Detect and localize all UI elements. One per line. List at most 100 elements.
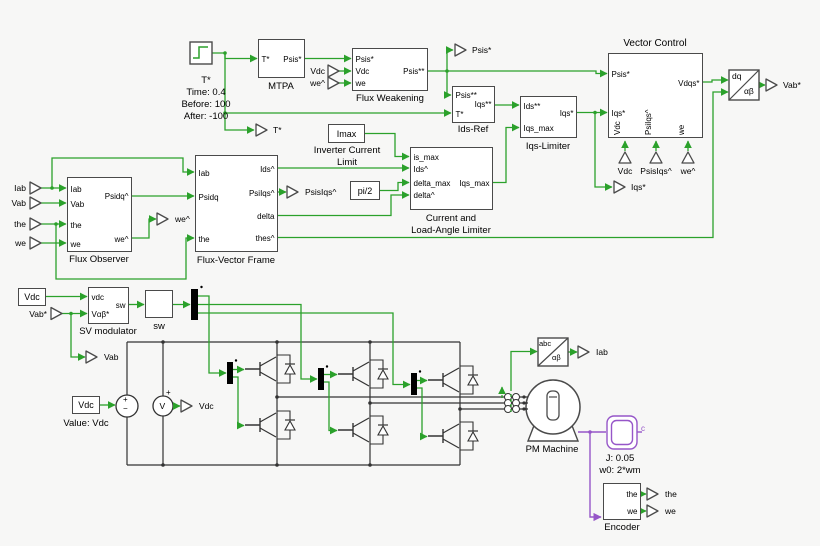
fvf-in-the: the (198, 235, 210, 244)
load-angle-limiter-block[interactable]: is_max Ids^ delta_max delta^ Iqs_max (410, 147, 493, 210)
dc-bus-rails (127, 341, 460, 466)
signal-wires (41, 46, 766, 515)
iab-in-tag-label: Iab (14, 183, 26, 193)
flux-weakening-block[interactable]: Psis* Vdc we Psis** (352, 48, 428, 91)
iqs-star-tag-label: Iqs* (631, 182, 646, 192)
pi-half-constant-block[interactable]: pi/2 (350, 181, 380, 200)
iab-input-tag-icon[interactable] (29, 181, 42, 195)
iab-out-tag-label: Iab (596, 347, 608, 357)
fvf-out-delta: delta (257, 212, 275, 221)
leg3-demux-bar[interactable] (411, 373, 417, 395)
vab-output-tag-icon[interactable] (85, 350, 98, 364)
inverter-current-limit-caption2: Limit (336, 157, 358, 168)
encoder-block[interactable]: the we (603, 483, 641, 520)
iqs-star-output-tag-icon[interactable] (613, 180, 626, 194)
psis-star-tag-label: Psis* (472, 45, 492, 55)
step-param-time: Time: 0.4 (186, 87, 226, 98)
voltmeter-v-glyph: V (159, 400, 166, 411)
encoder-out-the: the (626, 490, 638, 499)
leg1-demux-bar[interactable] (227, 362, 233, 384)
lal-in-deltamax: delta_max (413, 179, 451, 188)
power-junction-dots (161, 340, 526, 467)
leg2-demux-bar[interactable] (318, 368, 324, 390)
mtpa-block[interactable]: T* Psis* (258, 39, 305, 78)
vc-we-tag-label: we^ (680, 166, 696, 176)
mtpa-in-tstar: T* (261, 55, 270, 64)
flux-vector-frame-block[interactable]: Iab Psidq the Ids^ PsiIqs^ delta thes^ (195, 155, 278, 252)
vdc-constant-bottom-value: Vdc (78, 400, 94, 410)
svm-in-vdc: vdc (91, 293, 104, 302)
vc-out-vdqs: Vdqs* (678, 79, 700, 88)
vc-bottom-we: we (677, 124, 686, 135)
sw-block[interactable] (145, 290, 173, 318)
fvf-out-ids: Ids^ (260, 165, 275, 174)
pm-machine-icon[interactable] (525, 379, 581, 442)
flux-observer-block[interactable]: Iab Vab the we Psidq^ we^ (67, 177, 132, 252)
vc-we-input-tag-icon[interactable] (681, 151, 695, 164)
we-input-tag-icon[interactable] (29, 236, 42, 250)
dc-voltage-source-icon[interactable] (115, 394, 139, 418)
we-hat-in-tag-label: we^ (310, 78, 325, 88)
vab-input-tag-icon[interactable] (29, 196, 42, 210)
fw-out-psis2: Psis** (403, 67, 425, 76)
the-output-tag-icon[interactable] (646, 487, 659, 501)
voltmeter-plus-sign: + (166, 388, 171, 397)
we-hat-output-tag-icon[interactable] (156, 212, 169, 226)
vc-vdc-input-tag-icon[interactable] (618, 151, 632, 164)
vdc-constant-top-block[interactable]: Vdc (18, 288, 46, 306)
idsref-out-iqs2: Iqs** (474, 100, 492, 109)
ids-ref-block[interactable]: Psis** T* Iqs** (452, 86, 495, 123)
iqs-limiter-block[interactable]: Ids** Iqs_max Iqs* (520, 96, 577, 138)
source-plus-sign: + (123, 395, 128, 404)
psis-star-output-tag-icon[interactable] (454, 43, 467, 57)
imax-constant-block[interactable]: Imax (328, 124, 365, 143)
vc-in-psis: Psis* (611, 70, 630, 79)
vdc-output-tag-icon[interactable] (180, 399, 193, 413)
we-in-tag-label: we (15, 238, 26, 248)
iab-output-tag-icon[interactable] (577, 345, 590, 359)
fw-in-vdc: Vdc (355, 67, 370, 76)
vc-bottom-psiiqs: PsiIqs^ (644, 109, 653, 135)
vdc-input-tag-icon[interactable] (327, 64, 340, 78)
idsref-in-tstar: T* (455, 110, 464, 119)
flux-observer-caption: Flux Observer (69, 254, 129, 265)
vc-bottom-vdc: Vdc (613, 121, 622, 135)
iqslim-in-iqsmax: Iqs_max (523, 124, 554, 133)
flux-vector-frame-caption: Flux-Vector Frame (196, 255, 276, 266)
we-hat-input-tag-icon[interactable] (327, 76, 340, 90)
we-output-tag-icon[interactable] (646, 504, 659, 518)
fvf-out-psiiqs: PsiIqs^ (248, 189, 275, 198)
vab-star-input-tag-icon[interactable] (50, 306, 63, 321)
vc-psisiqs-tag-label: PsisIqs^ (640, 166, 672, 176)
current-sensor-icons[interactable] (504, 393, 520, 413)
svm-out-sw: sw (115, 301, 126, 310)
vc-vdc-tag-label: Vdc (617, 166, 633, 176)
psisiqs-output-tag-icon[interactable] (286, 185, 299, 199)
svm-in-vab: Vαβ* (91, 310, 110, 319)
fvf-in-iab: Iab (198, 169, 210, 178)
power-circuit (115, 285, 581, 467)
step-param-after: After: -100 (183, 111, 229, 122)
vab-star-output-tag-icon[interactable] (765, 78, 778, 92)
step-source-block[interactable] (189, 41, 213, 65)
gate-demux-bar[interactable] (191, 289, 198, 320)
mtpa-out-psis: Psis* (283, 55, 302, 64)
ids-ref-caption: Ids-Ref (457, 124, 489, 135)
the-input-tag-icon[interactable] (29, 217, 42, 231)
fo-in-iab: Iab (70, 185, 82, 194)
vdc-constant-top-value: Vdc (24, 292, 40, 302)
mtpa-caption: MTPA (268, 81, 294, 92)
sv-modulator-block[interactable]: vdc Vαβ* sw (88, 287, 129, 324)
imax-value: Imax (336, 128, 357, 139)
mechanical-wires (578, 415, 642, 522)
the-in-tag-label: the (14, 219, 26, 229)
fvf-in-psidq: Psidq (198, 193, 219, 202)
we-hat-out-tag-label: we^ (175, 214, 190, 224)
flux-weakening-caption: Flux Weakening (356, 93, 424, 104)
vector-control-block[interactable]: Psis* Iqs* Vdqs* Vdc PsiIqs^ we (608, 53, 703, 138)
vc-psisiqs-input-tag-icon[interactable] (649, 151, 663, 164)
t-star-output-tag-icon[interactable] (255, 123, 268, 137)
abc-label: abc (539, 339, 552, 348)
vdc-constant-bottom-block[interactable]: Vdc (72, 396, 100, 414)
vab-star-in-tag-label: Vab* (29, 309, 47, 319)
